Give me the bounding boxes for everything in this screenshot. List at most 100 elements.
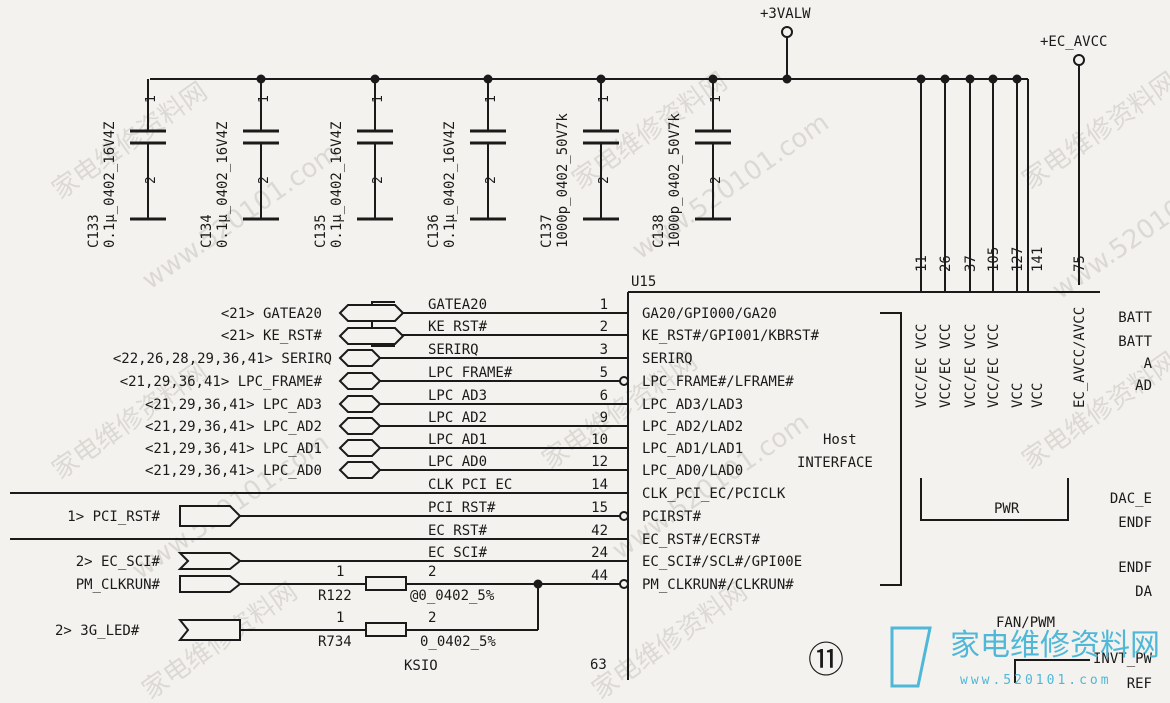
right-edge-label: DA bbox=[1135, 584, 1152, 600]
wire-label: CLK_PCI_EC bbox=[428, 477, 512, 493]
ksio-label: KSIO bbox=[404, 658, 438, 674]
right-edge-label: A bbox=[1144, 356, 1153, 372]
cap-pin2: 2 bbox=[709, 176, 724, 184]
watermark-logo: 家电维修资料网 www.520101.com bbox=[890, 626, 1160, 688]
top-pin-name: VCC/EC VCC bbox=[914, 324, 930, 408]
host-label: Host bbox=[823, 432, 857, 448]
net-reference: <21,29,36,41> LPC_AD2 bbox=[145, 419, 322, 435]
terminals bbox=[619, 26, 1085, 589]
r734-value: 0_0402_5% bbox=[420, 634, 496, 650]
port-ke-rst bbox=[338, 327, 405, 345]
wire-label: LPC_AD0 bbox=[428, 454, 487, 470]
right-edge-label: INVT_PW bbox=[1093, 651, 1153, 667]
host-bracket bbox=[880, 312, 902, 586]
led-net-ref: 2> 3G_LED# bbox=[55, 623, 140, 639]
r122-value: @0_0402_5% bbox=[410, 588, 495, 604]
cap-pin2: 2 bbox=[484, 176, 499, 184]
port-lpc-frame bbox=[338, 372, 382, 390]
wire-label: LPC_AD1 bbox=[428, 432, 487, 448]
resistor-r122 bbox=[365, 576, 407, 591]
wire-label: LPC_FRAME# bbox=[428, 365, 513, 381]
power-label-avcc: +EC_AVCC bbox=[1040, 34, 1107, 50]
pin-number: 9 bbox=[600, 410, 608, 426]
pin-number: 42 bbox=[591, 523, 608, 539]
right-edge-label: REF bbox=[1127, 676, 1152, 692]
top-pin-number: 37 bbox=[963, 255, 979, 272]
cap-value: 1000p_0402_50V7k bbox=[667, 113, 683, 248]
cap-pin2: 2 bbox=[371, 176, 386, 184]
top-pin-name: EC_AVCC/AVCC bbox=[1072, 307, 1088, 408]
r122-pin1: 1 bbox=[336, 564, 344, 580]
cap-pin1: 1 bbox=[144, 95, 159, 103]
port-lpc-ad3 bbox=[338, 395, 382, 413]
right-edge-label: BATT bbox=[1118, 310, 1152, 326]
pin-function: KE_RST#/GPI001/KBRST# bbox=[642, 328, 820, 344]
pin-function: LPC_FRAME#/LFRAME# bbox=[642, 374, 794, 390]
port-lpc-ad2 bbox=[338, 417, 382, 435]
pin-function: GA20/GPI000/GA20 bbox=[642, 306, 777, 322]
cap-value: 0.1μ_0402_16V4Z bbox=[215, 122, 231, 248]
pin-function: EC_SCI#/SCL#/GPI00E bbox=[642, 554, 802, 570]
top-pin-number: 11 bbox=[914, 255, 930, 272]
logo-text: 家电维修资料网 bbox=[950, 628, 1160, 663]
cap-pin1: 1 bbox=[484, 95, 499, 103]
port-ec-sci bbox=[177, 552, 242, 570]
pin-row: <21> KE_RST#KE_RST#2KE_RST#/GPI001/KBRST… bbox=[221, 319, 820, 344]
fan-pwm-label: FAN/PWM bbox=[996, 615, 1055, 631]
net-reference: <21,29,36,41> LPC_FRAME# bbox=[120, 374, 323, 390]
pin-function: LPC_AD1/LAD1 bbox=[642, 441, 743, 457]
interface-label: INTERFACE bbox=[797, 455, 873, 471]
logo-url: www.520101.com bbox=[960, 673, 1112, 688]
port-3g-led bbox=[177, 619, 241, 641]
net-reference: <22,26,28,29,36,41> SERIRQ bbox=[113, 351, 332, 367]
right-edge-label: ENDF bbox=[1118, 560, 1152, 576]
pin-number: 1 bbox=[600, 297, 608, 313]
port-lpc-ad0 bbox=[338, 461, 382, 479]
right-edge-label: BATT bbox=[1118, 334, 1152, 350]
pin-row: <21,29,36,41> LPC_FRAME#LPC_FRAME#5LPC_F… bbox=[120, 365, 795, 390]
cap-pin1: 1 bbox=[709, 95, 724, 103]
top-pin-number: 105 bbox=[986, 247, 1002, 272]
port-pci-rst bbox=[179, 505, 242, 527]
top-pin-name: VCC bbox=[1030, 383, 1046, 408]
cap-pin2: 2 bbox=[144, 176, 159, 184]
power-label-3valw: +3VALW bbox=[760, 6, 811, 22]
watermark-brand: 家电维修资料网 bbox=[587, 577, 753, 703]
net-reference: <21,29,36,41> LPC_AD1 bbox=[145, 441, 322, 457]
cap-ref: C136 bbox=[426, 214, 442, 248]
cap-pin2: 2 bbox=[257, 176, 272, 184]
cap-value: 0.1μ_0402_16V4Z bbox=[102, 122, 118, 248]
wire-label: KE_RST# bbox=[428, 319, 488, 335]
circled-number: ⑪ bbox=[808, 640, 844, 681]
pin-function: LPC_AD2/LAD2 bbox=[642, 419, 743, 435]
cap-ref: C138 bbox=[651, 214, 667, 248]
cap-pin2: 2 bbox=[597, 176, 612, 184]
logo-book-icon bbox=[890, 626, 932, 688]
r734-pin1: 1 bbox=[336, 610, 344, 626]
pin-function: PCIRST# bbox=[642, 509, 702, 525]
pin-function: PM_CLKRUN#/CLKRUN# bbox=[642, 577, 794, 593]
net-reference: 1> PCI_RST# bbox=[67, 509, 160, 525]
watermark-brand: 家电维修资料网 bbox=[1017, 67, 1170, 196]
pin-number: 12 bbox=[591, 454, 608, 470]
port-lpc-ad1 bbox=[338, 439, 382, 457]
